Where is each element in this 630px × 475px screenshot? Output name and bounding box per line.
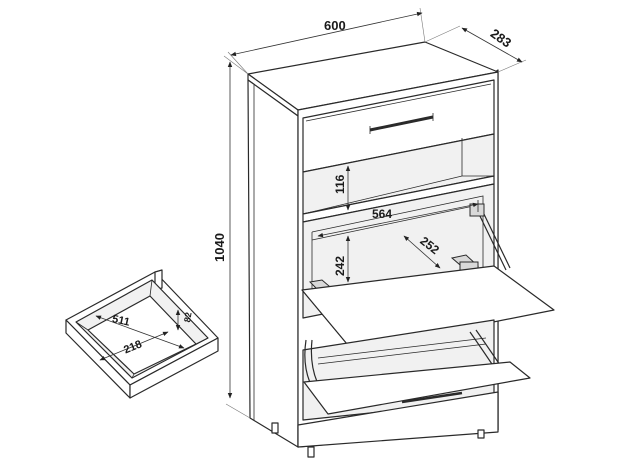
dimension-flap-height-label: 242 (333, 256, 347, 276)
dimension-inner-width-label: 564 (372, 207, 392, 221)
dimension-flap-height: 242 (333, 235, 351, 283)
dimension-width: 600 (227, 7, 426, 75)
dimension-height-label: 1040 (212, 233, 227, 262)
cabinet-plinth (297, 391, 499, 448)
dimension-width-label: 600 (324, 18, 346, 33)
drawer-inner-width-label: 511 (111, 313, 131, 328)
cabinet-feet (271, 422, 485, 458)
lower-tilt-flap (303, 361, 531, 415)
drawer-box-detail: 511 218 82 (65, 269, 219, 399)
dimension-gap-height: 116 (333, 165, 351, 211)
lower-flap-handle (401, 391, 463, 404)
cabinet-left-panel (247, 79, 299, 448)
shoe-cabinet (247, 41, 555, 458)
hinge-right (450, 254, 479, 271)
dimension-height: 1040 (212, 55, 251, 419)
dimension-gap-height-label: 116 (333, 174, 347, 194)
dimension-inner-width: 564 (317, 202, 479, 238)
drawer-handle (369, 113, 434, 134)
dimension-depth-label: 283 (488, 26, 514, 51)
drawer-inner-height-label: 82 (182, 311, 194, 323)
